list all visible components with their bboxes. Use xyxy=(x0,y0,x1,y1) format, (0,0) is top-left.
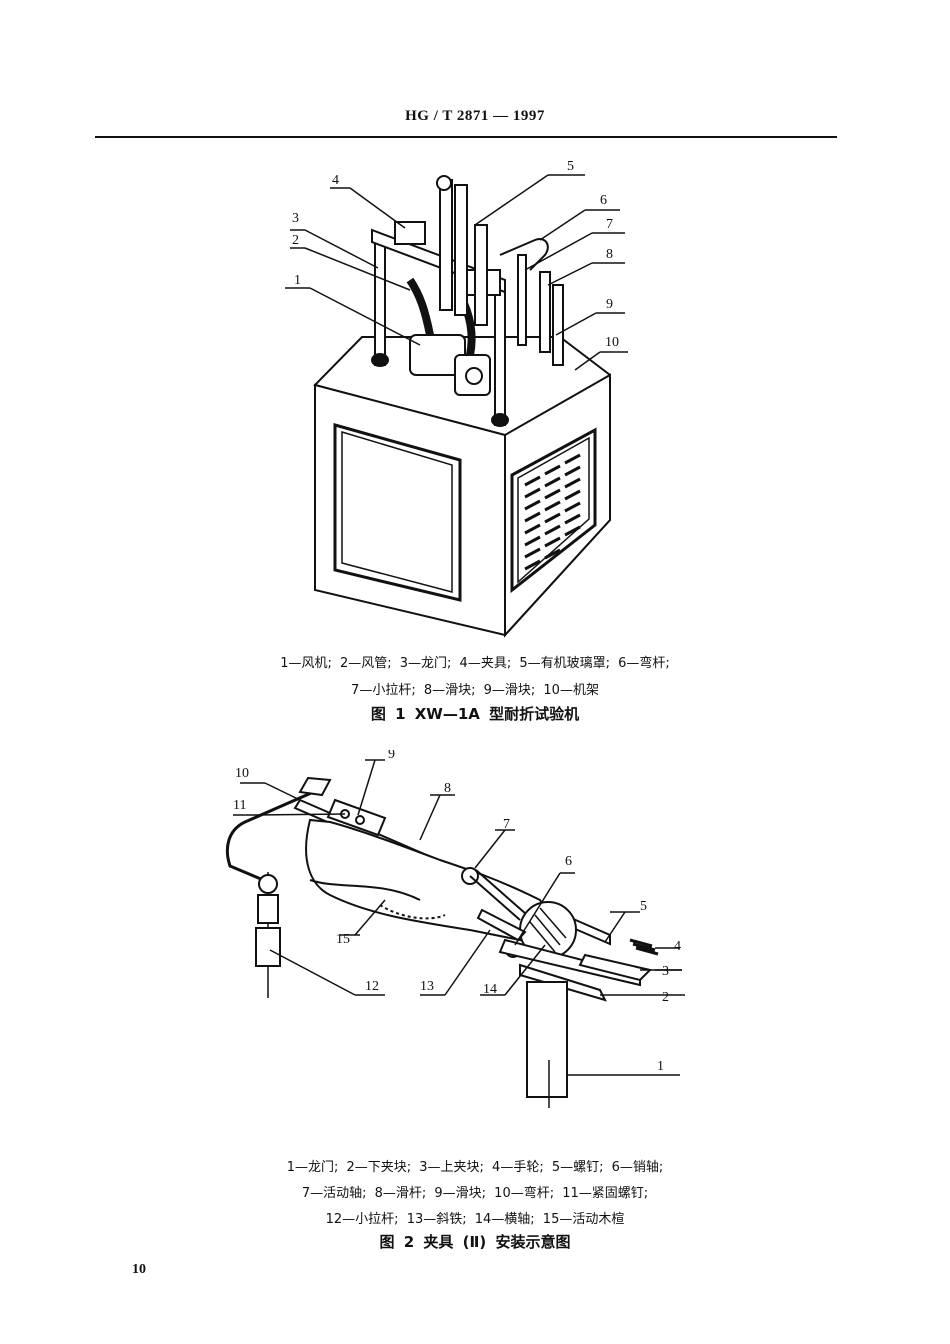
callout-13: 13 xyxy=(420,979,434,994)
figure-1-title: 图 1 XW—1A 型耐折试验机 xyxy=(370,705,580,723)
gantry-post-left xyxy=(374,239,386,366)
callout-1: 1 xyxy=(657,1059,664,1074)
callout-3: 3 xyxy=(662,964,669,979)
figure-2-fixture-drawing: 1 2 3 4 5 6 7 8 9 10 11 12 13 14 15 xyxy=(225,750,685,1108)
callout-5: 5 xyxy=(640,899,647,914)
vent-slots xyxy=(524,453,581,571)
callout-9: 9 xyxy=(388,750,395,762)
figure-2-callout-numbers: 1 2 3 4 5 6 7 8 9 10 11 12 13 14 15 xyxy=(233,750,681,1074)
small-pull-rod xyxy=(517,254,527,346)
figure-1-leader-lines xyxy=(285,174,628,371)
plexiglass-tube-1 xyxy=(439,179,453,311)
callout-1: 1 xyxy=(294,273,301,288)
callout-3: 3 xyxy=(292,211,299,226)
slider-8 xyxy=(539,271,551,353)
callout-15: 15 xyxy=(336,932,350,947)
side-vent-panel xyxy=(510,427,597,594)
callout-4: 4 xyxy=(674,939,681,954)
figure-2-leader-lines xyxy=(233,759,685,1076)
header-rule xyxy=(95,136,837,138)
figure-2-legend-line-1: 1—龙门; 2—下夹块; 3—上夹块; 4—手轮; 5—螺钉; 6—销轴; xyxy=(286,1160,664,1175)
standard-code-header: HG / T 2871 — 1997 xyxy=(405,108,545,124)
slider-9 xyxy=(552,284,564,366)
callout-2: 2 xyxy=(662,990,669,1005)
clamp-left xyxy=(394,221,426,245)
figure-1-legend-line-1: 1—风机; 2—风管; 3—龙门; 4—夹具; 5—有机玻璃罩; 6—弯杆; xyxy=(280,656,670,671)
figure-1-callout-numbers: 1 2 3 4 5 6 7 8 9 10 xyxy=(292,159,619,350)
callout-14: 14 xyxy=(483,982,497,997)
callout-5: 5 xyxy=(567,159,574,174)
callout-6: 6 xyxy=(565,854,572,869)
bent-rod-10 xyxy=(225,788,319,884)
callout-2: 2 xyxy=(292,233,299,248)
figure-2-legend-line-2: 7—活动轴; 8—滑杆; 9—滑块; 10—弯杆; 11—紧固螺钉; xyxy=(301,1186,649,1201)
small-pull-rod-joint xyxy=(258,874,278,894)
figure-2-legend-line-3: 12—小拉杆; 13—斜铁; 14—横轴; 15—活动木楦 xyxy=(325,1212,625,1227)
callout-11: 11 xyxy=(233,798,246,813)
gantry-post xyxy=(526,981,568,1098)
gantry-post-right xyxy=(494,289,506,426)
callout-10: 10 xyxy=(605,335,619,350)
air-duct-left xyxy=(406,277,434,336)
callout-9: 9 xyxy=(606,297,613,312)
callout-4: 4 xyxy=(332,173,339,188)
bent-rod xyxy=(499,238,549,271)
callout-8: 8 xyxy=(606,247,613,262)
figure-1-legend-line-2: 7—小拉杆; 8—滑块; 9—滑块; 10—机架 xyxy=(351,683,599,698)
callout-6: 6 xyxy=(600,193,607,208)
hand-wheel xyxy=(629,938,659,956)
callout-8: 8 xyxy=(444,781,451,796)
page-number: 10 xyxy=(132,1262,146,1277)
callout-12: 12 xyxy=(365,979,379,994)
front-window xyxy=(333,423,462,602)
callout-7: 7 xyxy=(606,217,613,232)
callout-7: 7 xyxy=(503,817,510,832)
figure-1-machine-drawing: 1 2 3 4 5 6 7 8 9 10 xyxy=(285,159,628,638)
figure-2-title: 图 2 夹具 (Ⅱ) 安装示意图 xyxy=(379,1233,571,1251)
small-pull-rod-12 xyxy=(255,927,281,967)
callout-10: 10 xyxy=(235,766,249,781)
